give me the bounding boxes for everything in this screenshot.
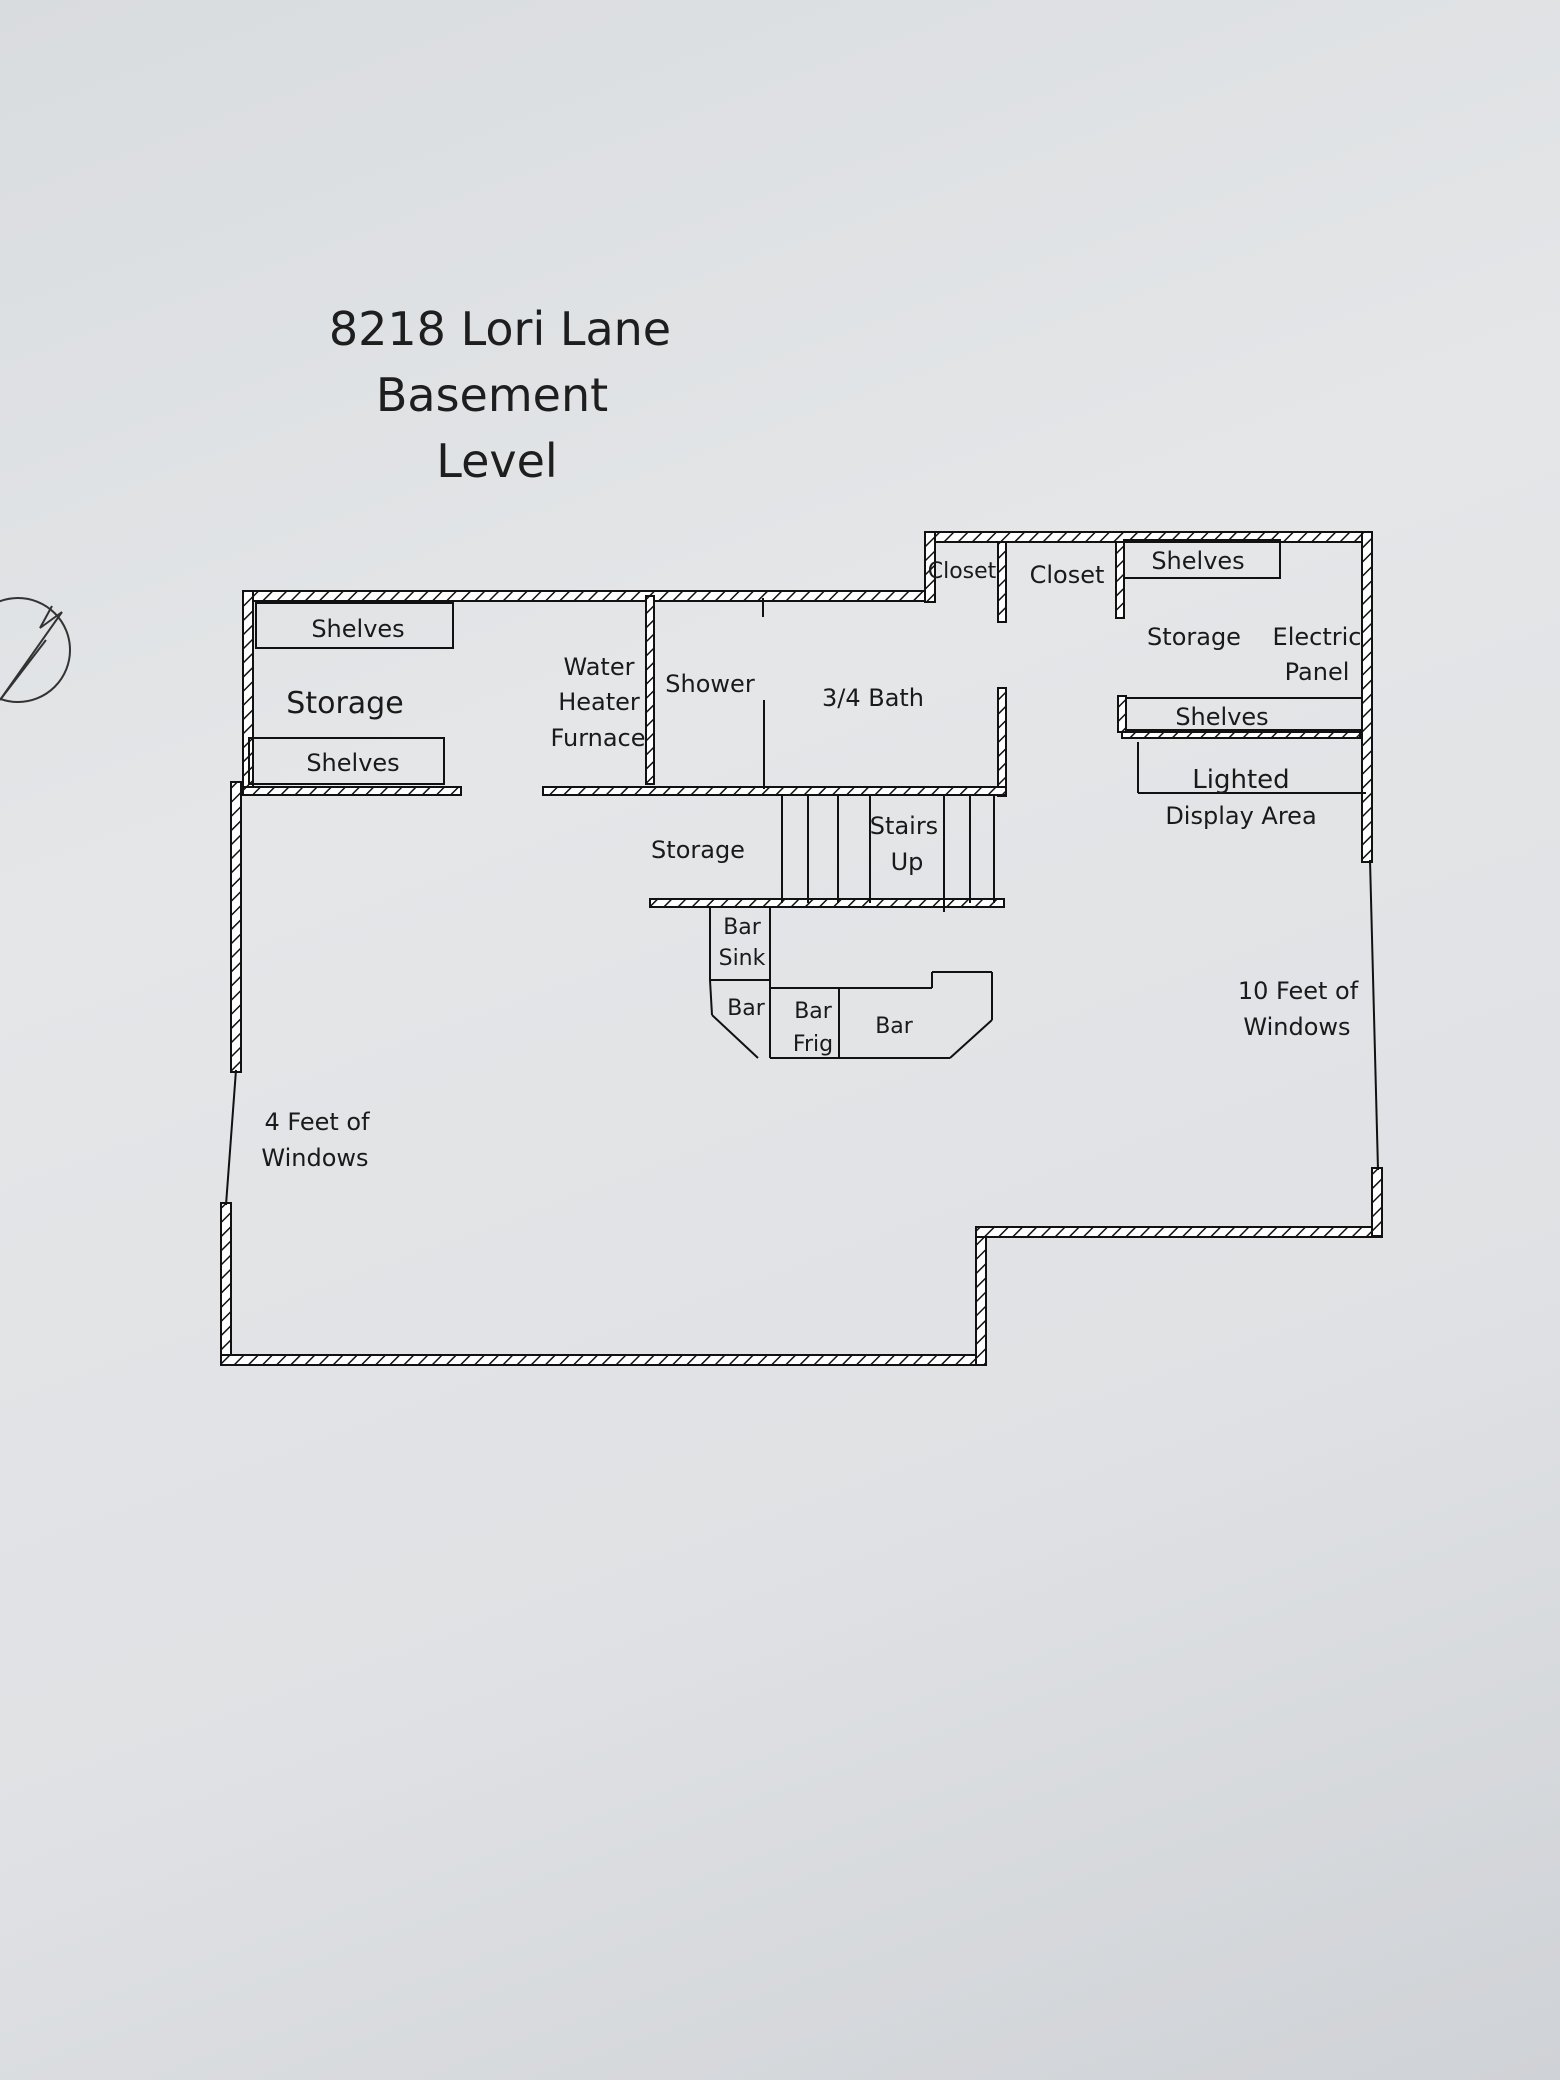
label-shelves-left-lower: Shelves — [306, 749, 399, 777]
exterior-walls — [220, 531, 1383, 1366]
label-bar-sink-1: Bar — [723, 915, 762, 940]
north-arrow-icon — [0, 597, 71, 703]
wall-closet-divider-1 — [997, 541, 1007, 623]
label-storage-center: Storage — [651, 836, 745, 864]
title-address: 8218 Lori Lane — [328, 302, 672, 356]
label-bar-right: Bar — [875, 1014, 914, 1039]
label-4ft-windows-2: Windows — [261, 1144, 368, 1172]
label-up: Up — [891, 848, 924, 876]
wall-storage-bottom — [242, 786, 462, 796]
label-display-area: Display Area — [1165, 802, 1316, 830]
label-stairs: Stairs — [870, 812, 938, 840]
label-lighted: Lighted — [1192, 765, 1289, 795]
shelves-box-top-left — [255, 602, 454, 649]
label-bar-frig-1: Bar — [794, 999, 833, 1024]
wall-bath-bottom — [542, 786, 1007, 796]
wall-top-step — [924, 531, 936, 603]
label-panel: Panel — [1285, 658, 1350, 686]
label-shelves-top-right: Shelves — [1151, 547, 1244, 575]
label-bar-left: Bar — [727, 996, 766, 1021]
wall-closet-divider-2 — [1115, 541, 1125, 619]
wall-stairs-bottom — [649, 898, 1005, 908]
wall-mech-room — [645, 595, 655, 785]
label-shower: Shower — [665, 670, 755, 698]
room-labels: Shelves Storage Shelves Water Heater Fur… — [261, 547, 1361, 1172]
wall-bottom-step — [975, 1226, 987, 1366]
label-furnace: Furnace — [550, 724, 645, 752]
label-4ft-windows-1: 4 Feet of — [264, 1108, 370, 1136]
label-10ft-windows-1: 10 Feet of — [1238, 977, 1359, 1005]
wall-right-bottom — [975, 1226, 1383, 1238]
label-shelves-top-left: Shelves — [311, 615, 404, 643]
wall-shelves-right — [1121, 729, 1361, 739]
shelves-box-right — [1125, 697, 1363, 733]
wall-top-left — [242, 590, 929, 602]
window-wall-10ft — [1369, 859, 1379, 1171]
title-basement: Basement — [375, 368, 609, 422]
label-heater: Heater — [558, 688, 640, 716]
plain-walls — [225, 539, 1379, 1206]
label-shelves-right: Shelves — [1175, 703, 1268, 731]
label-bath: 3/4 Bath — [822, 684, 924, 712]
shelves-box-top-right — [1123, 539, 1281, 579]
title-level: Level — [436, 434, 558, 488]
wall-bottom — [220, 1354, 987, 1366]
label-closet-1: Closet — [928, 559, 997, 584]
label-10ft-windows-2: Windows — [1243, 1013, 1350, 1041]
label-closet-2: Closet — [1030, 561, 1105, 589]
shelves-box-left-lower — [248, 737, 445, 785]
wall-right-lower — [1371, 1167, 1383, 1237]
bar-outline — [709, 907, 993, 1059]
label-water: Water — [564, 653, 635, 681]
label-bar-sink-2: Sink — [719, 946, 766, 971]
stair-treads — [781, 795, 995, 912]
label-electric: Electric — [1273, 623, 1362, 651]
label-storage-right: Storage — [1147, 623, 1241, 651]
window-wall-4ft — [225, 1069, 237, 1206]
wall-right-upper — [1361, 531, 1373, 863]
wall-left-middle — [230, 781, 242, 1073]
wall-shelves-right-end — [1117, 695, 1127, 733]
wall-left-lower — [220, 1202, 232, 1366]
wall-bath-right — [997, 687, 1007, 797]
label-storage-left: Storage — [286, 686, 403, 721]
label-bar-frig-2: Frig — [793, 1032, 833, 1057]
